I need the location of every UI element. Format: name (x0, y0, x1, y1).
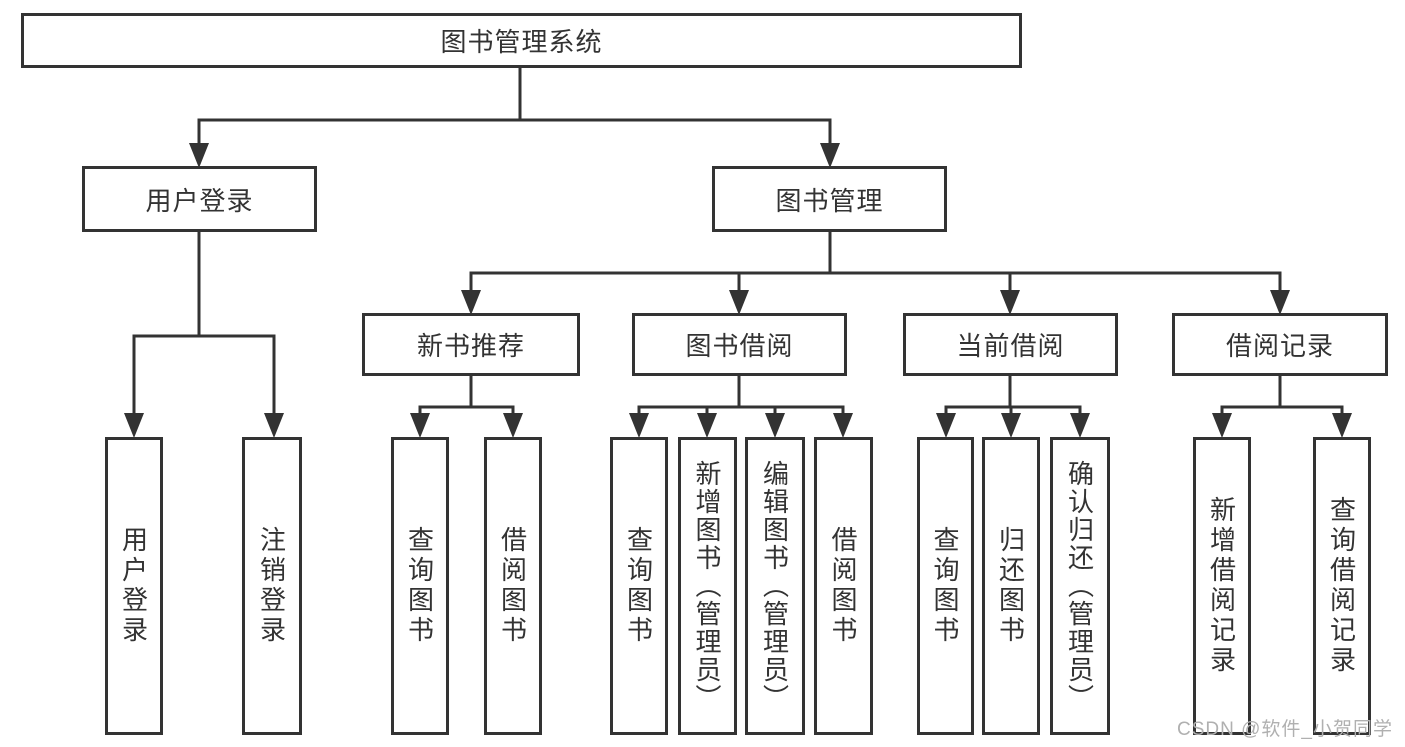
node-return-books: 归还图书 (982, 437, 1040, 735)
node-current-borrowing-label: 当前借阅 (956, 331, 1065, 361)
node-add-books-admin-label: 新增图书（管理员） (692, 460, 722, 712)
node-root-label: 图书管理系统 (440, 27, 603, 57)
node-return-books-label: 归还图书 (995, 526, 1026, 646)
node-borrowing-records-label: 借阅记录 (1225, 331, 1334, 361)
node-add-borrow-record-label: 新增借阅记录 (1206, 496, 1237, 676)
node-borrow-books: 借阅图书 (814, 437, 873, 735)
node-borrow-books-recommend: 借阅图书 (484, 437, 542, 735)
node-query-books-borrow-label: 查询图书 (623, 526, 654, 646)
node-query-books-recommend: 查询图书 (391, 437, 449, 735)
node-user-login-action-label: 用户登录 (118, 526, 149, 646)
csdn-watermark: CSDN @软件_小贺同学 (1177, 719, 1393, 740)
node-new-book-recommendation-label: 新书推荐 (416, 331, 525, 361)
node-add-books-admin: 新增图书（管理员） (678, 437, 737, 735)
node-logout-action-label: 注销登录 (256, 526, 287, 646)
node-query-borrow-record: 查询借阅记录 (1313, 437, 1371, 735)
node-add-borrow-record: 新增借阅记录 (1193, 437, 1251, 735)
node-query-borrow-record-label: 查询借阅记录 (1326, 496, 1357, 676)
node-book-borrowing: 图书借阅 (632, 313, 847, 376)
node-root: 图书管理系统 (21, 13, 1022, 68)
node-borrow-books-recommend-label: 借阅图书 (497, 526, 528, 646)
node-current-borrowing: 当前借阅 (903, 313, 1118, 376)
node-query-books-current: 查询图书 (917, 437, 974, 735)
node-query-books-recommend-label: 查询图书 (404, 526, 435, 646)
node-query-books-current-label: 查询图书 (930, 526, 960, 646)
node-query-books-borrow: 查询图书 (610, 437, 668, 735)
node-new-book-recommendation: 新书推荐 (362, 313, 580, 376)
node-confirm-return-admin-label: 确认归还（管理员） (1064, 460, 1095, 712)
node-borrowing-records: 借阅记录 (1172, 313, 1388, 376)
node-confirm-return-admin: 确认归还（管理员） (1050, 437, 1110, 735)
node-user-login: 用户登录 (82, 166, 317, 232)
node-book-management-label: 图书管理 (775, 185, 884, 216)
node-edit-books-admin: 编辑图书（管理员） (745, 437, 805, 735)
node-user-login-action: 用户登录 (105, 437, 163, 735)
node-book-borrowing-label: 图书借阅 (685, 331, 794, 361)
node-book-management: 图书管理 (712, 166, 947, 232)
node-edit-books-admin-label: 编辑图书（管理员） (759, 460, 790, 712)
node-user-login-label: 用户登录 (145, 185, 254, 216)
node-logout-action: 注销登录 (242, 437, 302, 735)
node-borrow-books-label: 借阅图书 (828, 526, 858, 646)
